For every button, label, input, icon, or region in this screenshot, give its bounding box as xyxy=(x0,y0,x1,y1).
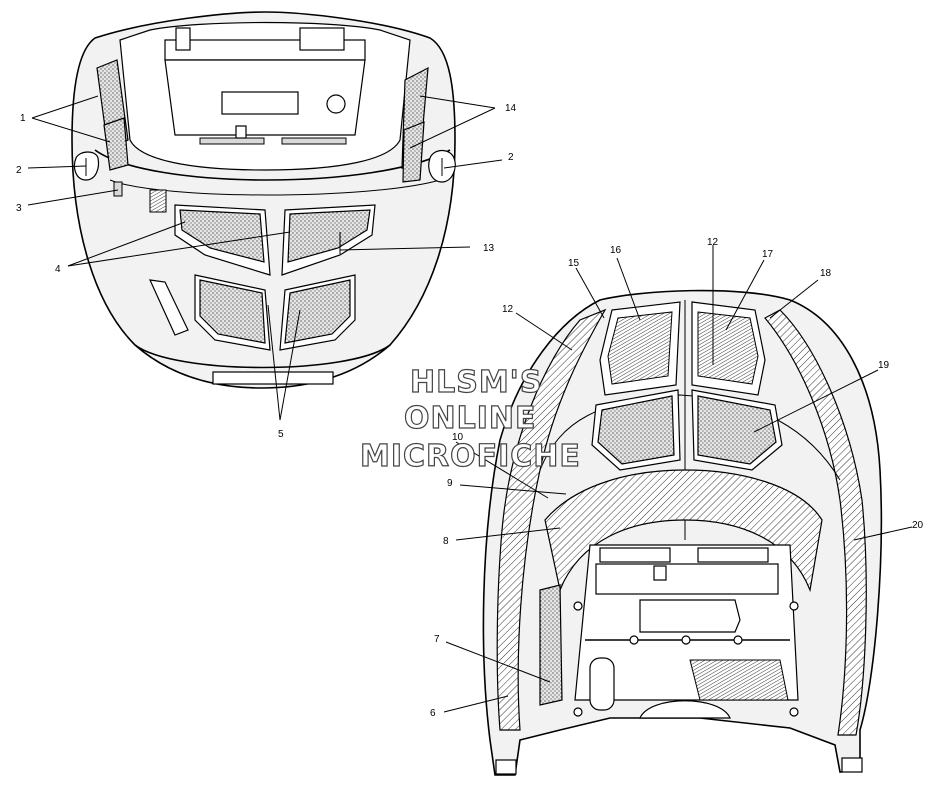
callout-rear-8: 8 xyxy=(443,536,449,547)
callout-front-13: 13 xyxy=(483,243,495,254)
callout-front-4: 4 xyxy=(55,264,61,275)
rear-bolt-4 xyxy=(573,601,583,611)
callout-rear-17: 17 xyxy=(762,249,774,260)
front-bumper-line xyxy=(134,344,391,369)
watermark-line-3: MICROFICHE xyxy=(360,439,581,474)
rear-vent-left-screen xyxy=(597,395,675,465)
rear-left-stripe xyxy=(496,308,607,731)
front-console-rail-right xyxy=(281,137,347,145)
rear-vent-right-screen xyxy=(697,395,777,465)
front-console-hole xyxy=(326,94,346,114)
front-warning-label xyxy=(149,189,167,213)
front-bumper-plate xyxy=(212,371,334,385)
rear-inner-crease xyxy=(539,394,841,481)
rear-bolt-1 xyxy=(629,635,639,645)
front-vent-lower-right-screen xyxy=(284,279,351,344)
callout-rear-12-top: 12 xyxy=(707,237,719,248)
rear-tray-slot-right xyxy=(697,547,769,563)
rear-vent-17-decal xyxy=(697,311,759,385)
callout-rear-19: 19 xyxy=(878,360,890,371)
front-panel-tab xyxy=(175,27,191,51)
rear-bolt-5 xyxy=(789,601,799,611)
rear-tray-slot-left xyxy=(599,547,671,563)
front-leader-lines xyxy=(27,95,503,421)
front-left-lower-decal xyxy=(103,117,129,171)
callout-rear-20: 20 xyxy=(912,520,924,531)
rear-left-hinge xyxy=(495,759,517,775)
front-console-rail-left xyxy=(199,137,265,145)
rear-vent-16-decal xyxy=(607,311,673,385)
callout-rear-10: 10 xyxy=(452,432,464,443)
watermark-line-2: ONLINE xyxy=(404,401,537,436)
rear-bolt-3 xyxy=(733,635,743,645)
rear-hood-view xyxy=(482,289,883,776)
callout-rear-6: 6 xyxy=(430,708,436,719)
rear-tray-upper-panel xyxy=(595,563,779,595)
callout-front-2-left: 2 xyxy=(16,165,22,176)
rear-bolt-7 xyxy=(789,707,799,717)
front-panel-block xyxy=(299,27,345,51)
callout-front-2-right: 2 xyxy=(508,152,514,163)
callout-rear-16: 16 xyxy=(610,245,622,256)
front-console-slot xyxy=(221,91,299,115)
rear-right-hinge xyxy=(841,757,863,773)
callout-rear-9: 9 xyxy=(447,478,453,489)
rear-tray-badge xyxy=(639,599,741,633)
front-left-scoop xyxy=(149,279,189,336)
callout-front-14: 14 xyxy=(505,103,517,114)
front-hood-crease-2 xyxy=(109,179,441,196)
rear-tray-latch xyxy=(653,565,667,581)
callout-rear-15: 15 xyxy=(568,258,580,269)
rear-bolt-6 xyxy=(573,707,583,717)
rear-warning-decal xyxy=(689,659,789,701)
rear-tunnel-notch xyxy=(639,700,731,719)
callout-rear-12-left: 12 xyxy=(502,304,514,315)
front-console-latch xyxy=(235,125,247,139)
front-vent-lower-left-screen xyxy=(199,279,266,344)
callout-rear-7: 7 xyxy=(434,634,440,645)
watermark-line-1: HLSM'S xyxy=(410,365,542,400)
callout-front-5: 5 xyxy=(278,429,284,440)
rear-cowl-arch xyxy=(544,469,823,593)
callout-rear-18: 18 xyxy=(820,268,832,279)
callout-front-3: 3 xyxy=(16,203,22,214)
front-vent-upper-right-screen xyxy=(287,209,371,263)
front-right-lower-decal xyxy=(402,121,425,183)
front-vent-upper-left-screen xyxy=(179,209,265,263)
front-small-decal xyxy=(113,181,123,197)
rear-side-decal-6 xyxy=(539,584,563,706)
callout-front-1: 1 xyxy=(20,113,26,124)
rear-leader-lines xyxy=(443,245,913,713)
rear-bolt-2 xyxy=(681,635,691,645)
rear-handle-slot xyxy=(589,657,615,711)
rear-right-stripe xyxy=(764,309,867,736)
front-hood-view xyxy=(71,11,456,389)
